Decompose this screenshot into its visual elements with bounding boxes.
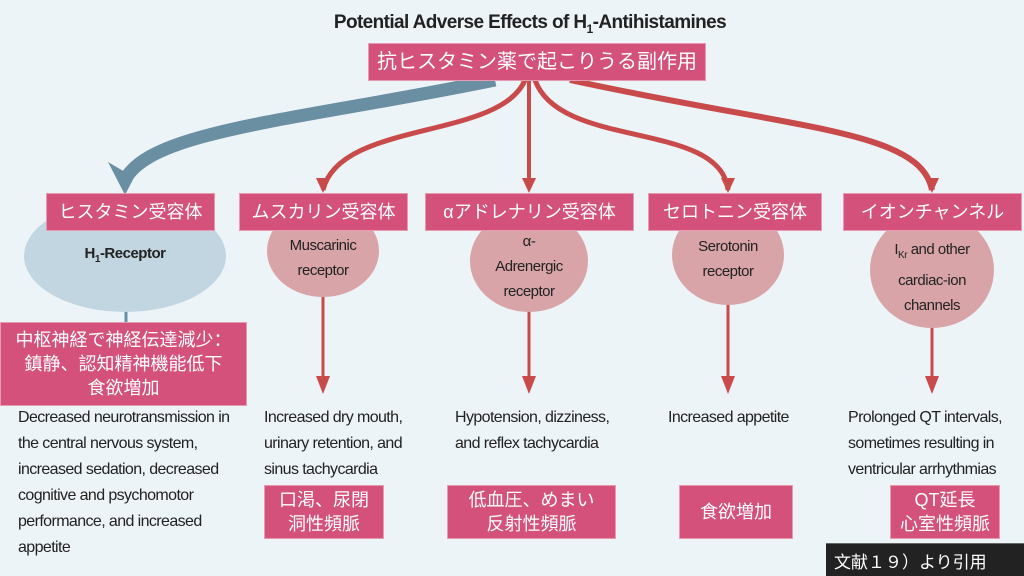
red-arrow-muscarinic [320, 78, 528, 191]
red-arrow-serotonin [532, 79, 731, 191]
blue-arrowhead [108, 162, 142, 195]
effect-jp-ion-channel: QT延長心室性頻脈 [890, 485, 1000, 539]
category-adrenergic: αアドレナリン受容体 [425, 193, 634, 231]
category-histamine: ヒスタミン受容体 [46, 193, 215, 231]
citation: 文献１９）より引用 [826, 543, 1024, 576]
effect-en-adrenergic: Hypotension, dizziness, and reflex tachy… [455, 409, 610, 452]
ion-channel-receptor: IKr and other cardiac-ion channels [870, 212, 994, 328]
effect-en-histamine: Decreased neurotransmission in the centr… [18, 409, 230, 556]
effect-jp-histamine: 中枢神経で神経伝達減少：鎮静、認知精神機能低下食欲増加 [0, 322, 247, 406]
title-jp: 抗ヒスタミン薬で起こりうる副作用 [368, 43, 706, 81]
effect-en-serotonin: Increased appetite [668, 409, 789, 426]
category-ion-channel: イオンチャンネル [843, 193, 1022, 231]
effect-en-ion-channel: Prolonged QT intervals, sometimes result… [848, 409, 1003, 478]
category-muscarinic: ムスカリン受容体 [239, 193, 408, 231]
blue-arrow-h1 [119, 73, 497, 184]
effect-jp-adrenergic: 低血圧、めまい反射性頻脈 [447, 485, 616, 539]
effect-jp-serotonin: 食欲増加 [679, 485, 793, 539]
diagram-title: Potential Adverse Effects of H1-Antihist… [333, 12, 727, 36]
effect-arrows [316, 295, 939, 394]
category-serotonin: セロトニン受容体 [648, 193, 822, 231]
effect-jp-muscarinic: 口渇、尿閉洞性頻脈 [264, 485, 384, 539]
effect-en-muscarinic: Increased dry mouth, urinary retention, … [264, 409, 403, 478]
red-arrow-ion [569, 77, 935, 191]
